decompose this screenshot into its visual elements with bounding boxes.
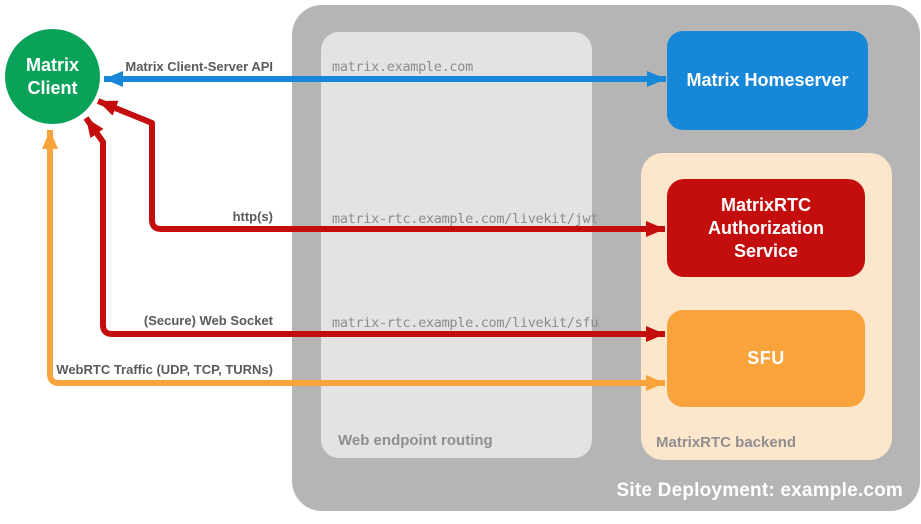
matrix-homeserver-label: Matrix Homeserver (686, 70, 849, 90)
sfu-label: SFU (747, 348, 785, 368)
matrix-client-label: Matrix Client (25, 54, 79, 98)
site-deployment-label: Site Deployment: example.com (616, 480, 903, 501)
matrix-client-node: Matrix Client (5, 29, 100, 124)
endpoint-livekit-jwt: matrix-rtc.example.com/livekit/jwt (332, 211, 599, 227)
matrix-homeserver-node: Matrix Homeserver (667, 31, 868, 130)
matrixrtc-backend-label: MatrixRTC backend (656, 434, 797, 451)
sfu-node: SFU (667, 310, 865, 407)
matrixrtc-auth-service-label: MatrixRTC Authorization Service (708, 194, 824, 261)
arrow-label-client-server-api: Matrix Client-Server API (125, 59, 273, 74)
web-endpoint-routing-box: Web endpoint routing (321, 32, 592, 458)
matrixrtc-auth-service-node: MatrixRTC Authorization Service (667, 179, 865, 277)
arrow-label-secure-web-socket: (Secure) Web Socket (143, 313, 273, 328)
arrow-label-https: http(s) (232, 209, 273, 224)
arrow-label-webrtc-traffic: WebRTC Traffic (UDP, TCP, TURNs) (56, 362, 273, 377)
endpoint-matrix-example-com: matrix.example.com (332, 59, 473, 75)
endpoint-livekit-sfu: matrix-rtc.example.com/livekit/sfu (332, 315, 599, 331)
web-endpoint-routing-label: Web endpoint routing (338, 432, 493, 449)
